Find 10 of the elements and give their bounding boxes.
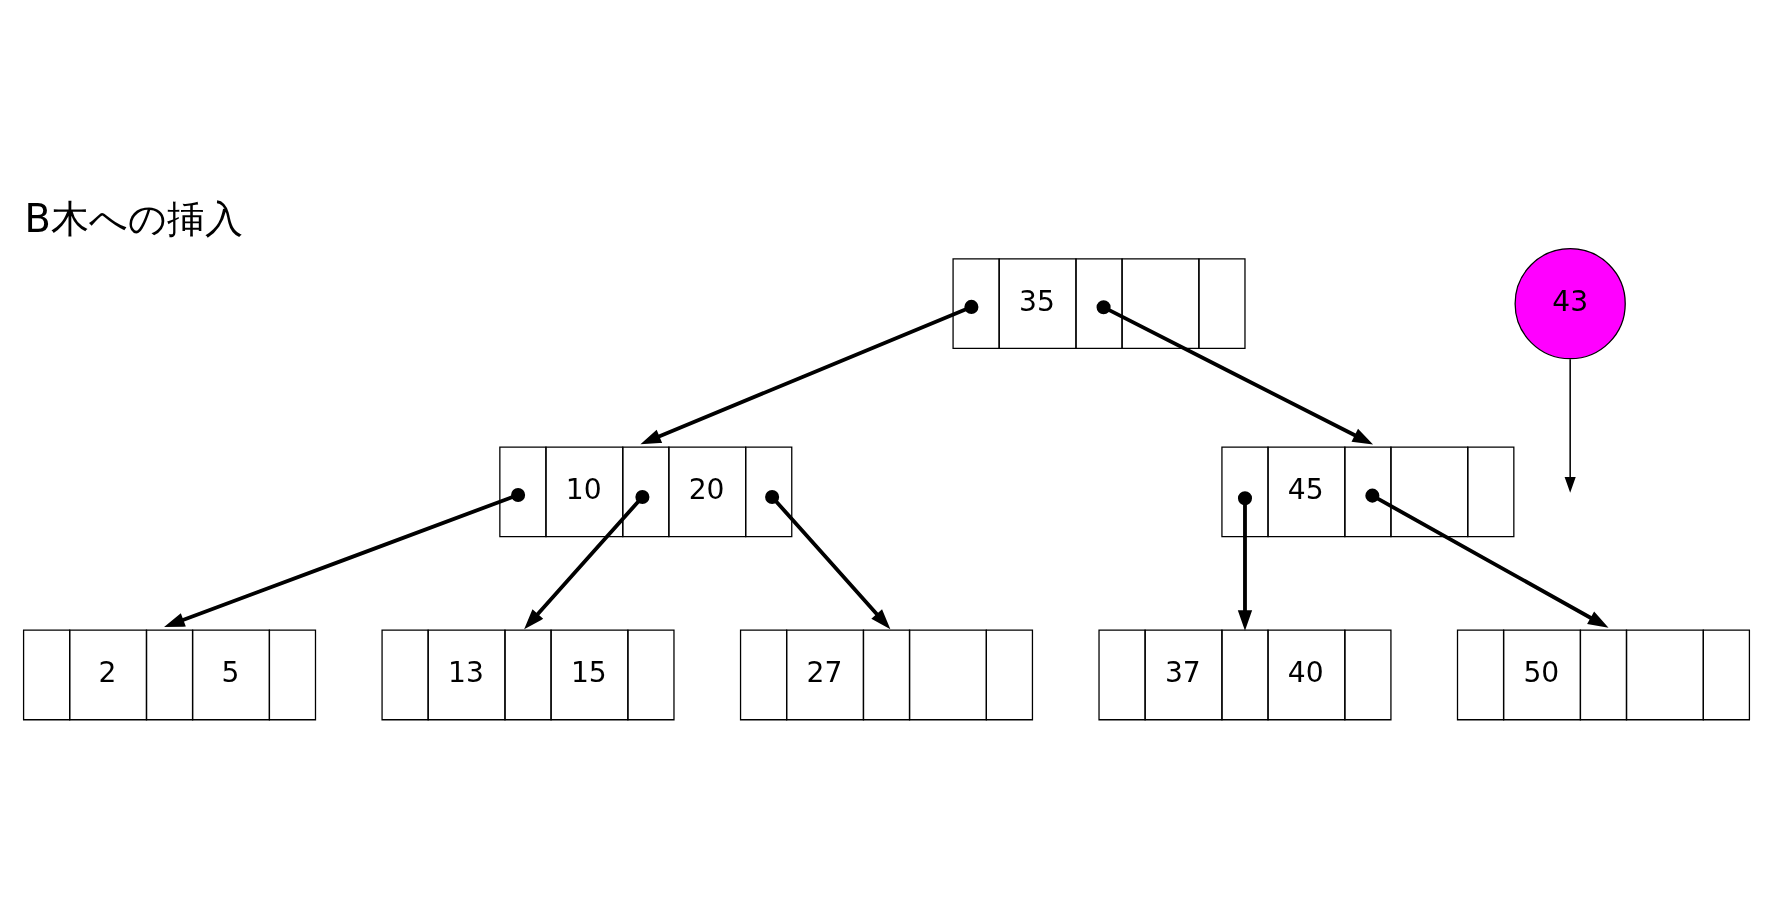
arrow [1365,488,1609,628]
node-circle: 43 [1514,247,1626,360]
arrow [765,489,891,630]
arrow [524,489,650,630]
arrow [1237,491,1253,631]
arrow [1564,358,1576,493]
arrow [164,487,526,628]
arrow [640,299,979,445]
arrow [1096,300,1374,445]
diagram-title: B木への挿入 [24,195,243,241]
